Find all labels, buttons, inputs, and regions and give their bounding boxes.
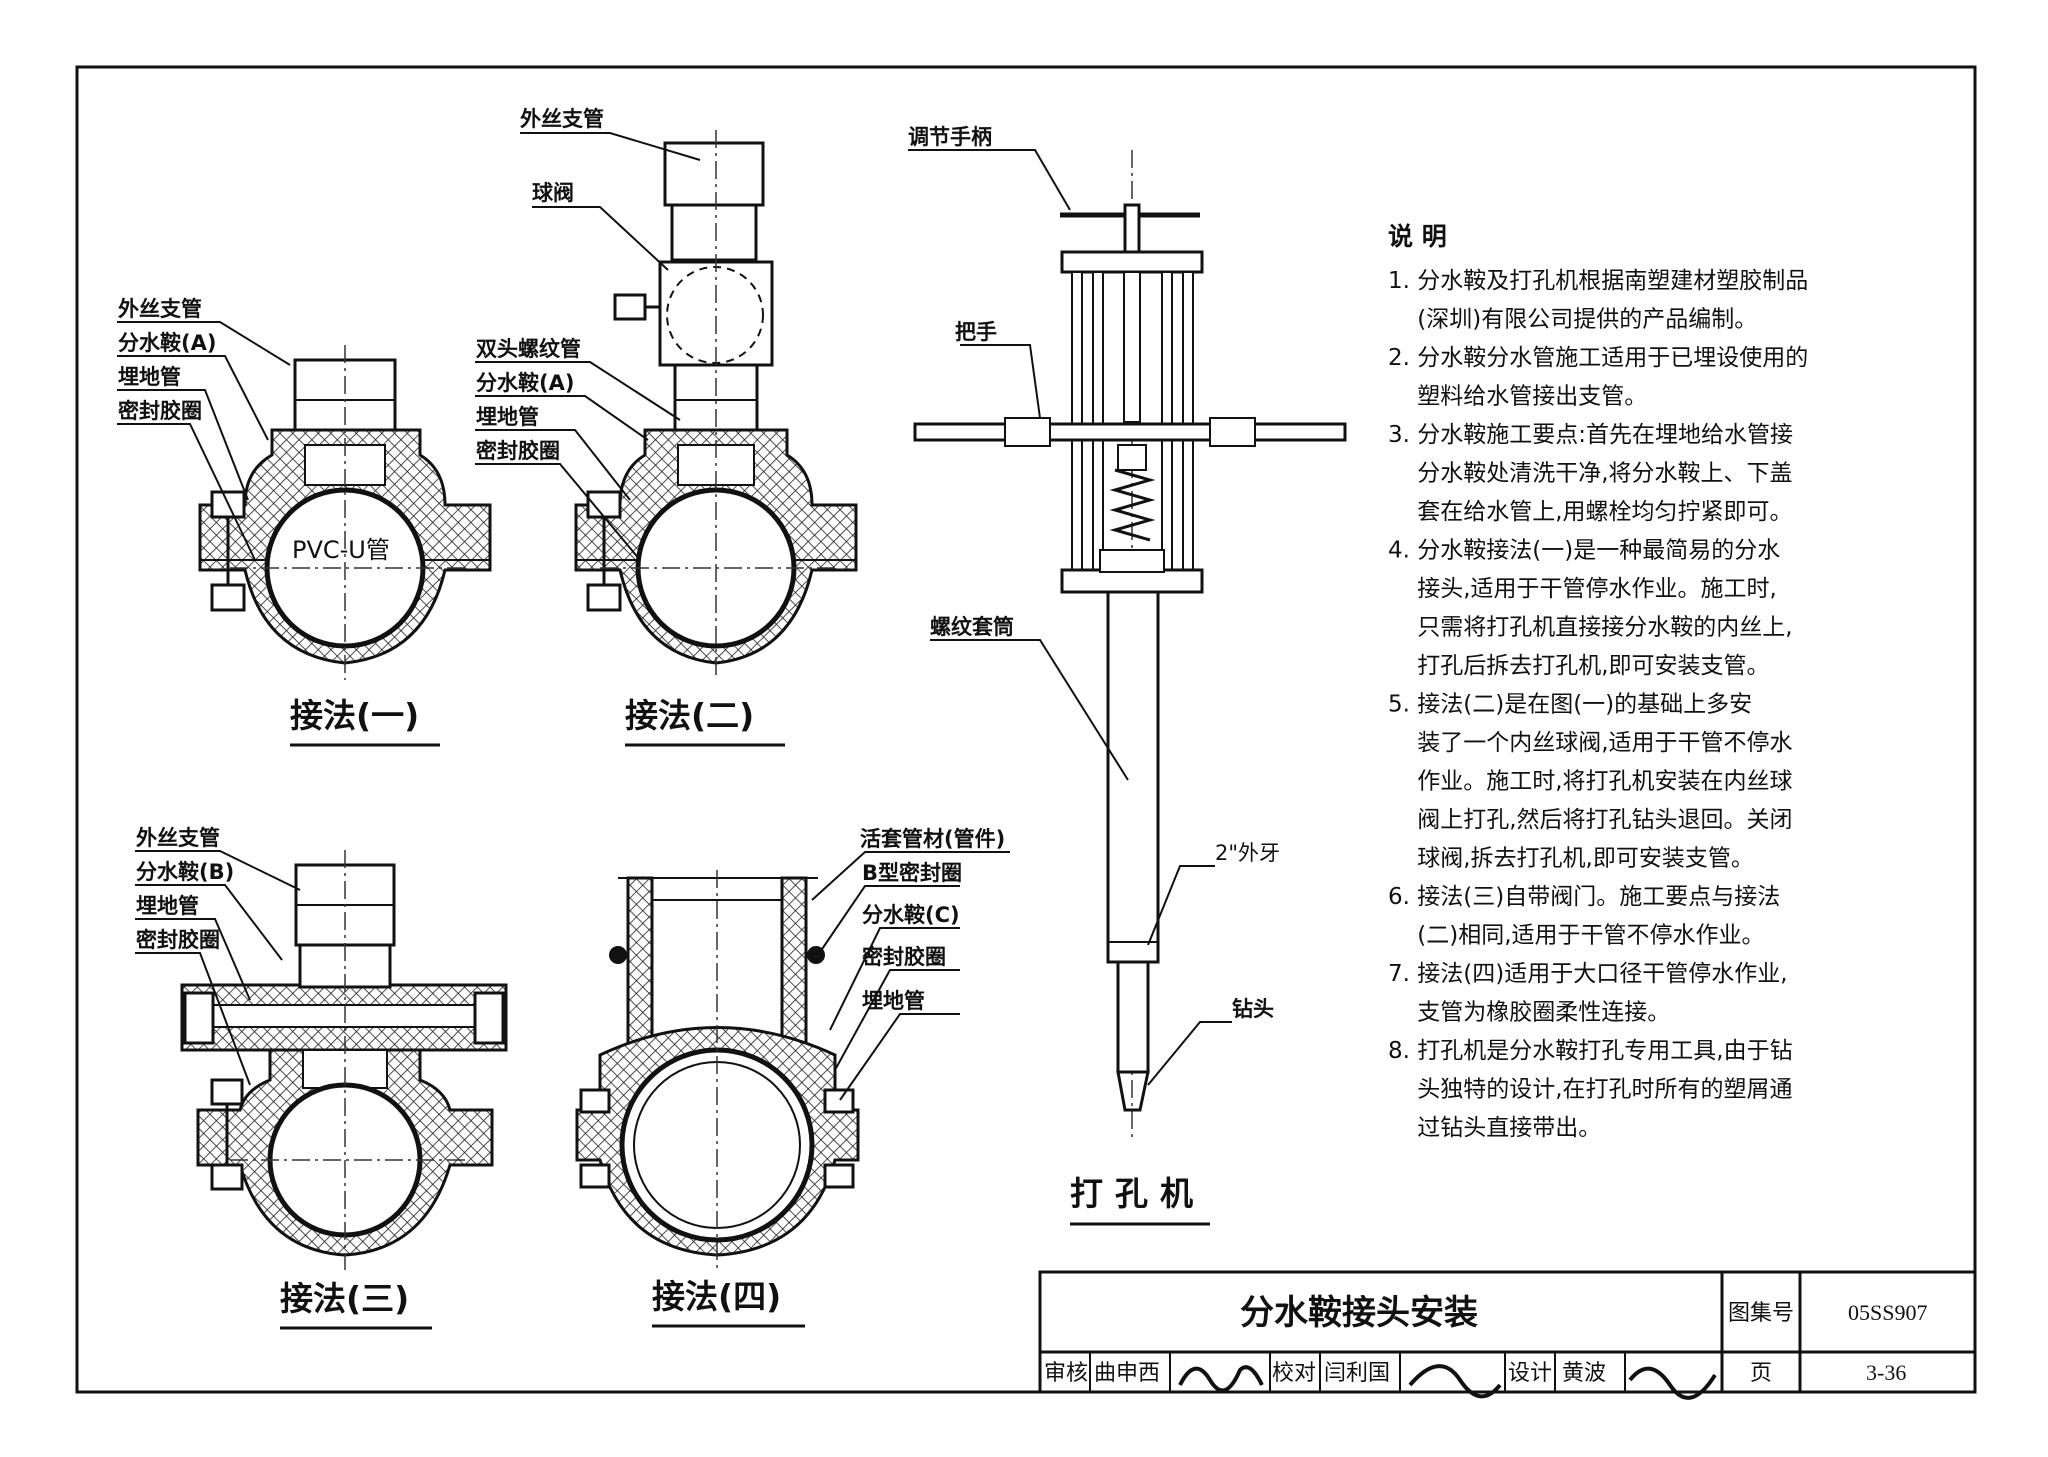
m4-label-seal: 密封胶圈 bbox=[862, 945, 946, 969]
caption-method-1: 接法(一) bbox=[290, 696, 419, 735]
note-line: 4. 分水鞍接法(一)是一种最简易的分水 bbox=[1388, 538, 1780, 564]
m3-label-saddle: 分水鞍(B) bbox=[136, 860, 234, 884]
m2-label-seal: 密封胶圈 bbox=[476, 439, 560, 463]
note-line: 只需将打孔机直接接分水鞍的内丝上, bbox=[1388, 615, 1793, 641]
design-label: 设计 bbox=[1508, 1361, 1552, 1386]
note-line: 过钻头直接带出。 bbox=[1388, 1115, 1601, 1141]
sheet-border bbox=[75, 65, 1977, 1394]
drilling-machine-drawing bbox=[913, 150, 1347, 1140]
notes-block: 说 明 1. 分水鞍及打孔机根据南塑建材塑胶制品 (深圳)有限公司提供的产品编制… bbox=[1388, 222, 1808, 1141]
note-line: 支管为橡胶圈柔性连接。 bbox=[1388, 1000, 1670, 1026]
atlas-label: 图集号 bbox=[1728, 1301, 1794, 1326]
drill-label-handle-adjust: 调节手柄 bbox=[908, 125, 992, 149]
method-4-drawing bbox=[575, 870, 860, 1270]
reviewer-name: 曲申西 bbox=[1094, 1361, 1160, 1386]
caption-method-2: 接法(二) bbox=[625, 696, 754, 735]
note-line: (二)相同,适用于干管不停水作业。 bbox=[1388, 923, 1765, 949]
note-line: (深圳)有限公司提供的产品编制。 bbox=[1388, 307, 1757, 333]
note-line: 1. 分水鞍及打孔机根据南塑建材塑胶制品 bbox=[1388, 268, 1808, 294]
page-label: 页 bbox=[1750, 1361, 1772, 1386]
m4-label-saddle: 分水鞍(C) bbox=[862, 903, 960, 927]
review-label: 审核 bbox=[1044, 1361, 1088, 1386]
note-line: 2. 分水鞍分水管施工适用于已埋设使用的 bbox=[1388, 345, 1808, 371]
caption-method-4: 接法(四) bbox=[652, 1277, 781, 1316]
checker-signature bbox=[1408, 1364, 1502, 1399]
m4-label-b-seal: B型密封圈 bbox=[862, 861, 962, 885]
note-line: 阀上打孔,然后将打孔钻头退回。关闭 bbox=[1388, 807, 1793, 833]
designer-signature bbox=[1628, 1366, 1717, 1400]
m4-label-sleeve: 活套管材(管件) bbox=[860, 827, 1005, 851]
drill-label-sleeve: 螺纹套筒 bbox=[930, 615, 1014, 639]
note-line: 套在给水管上,用螺栓均匀拧紧即可。 bbox=[1388, 499, 1793, 525]
note-line: 装了一个内丝球阀,适用于干管不停水 bbox=[1388, 730, 1793, 756]
m2-label-branch: 外丝支管 bbox=[520, 107, 604, 131]
method-1-drawing bbox=[198, 345, 492, 680]
drill-label-thread: 2"外牙 bbox=[1215, 841, 1280, 865]
caption-drill: 打孔机 bbox=[1070, 1174, 1205, 1213]
note-line: 打孔后拆去打孔机,即可安装支管。 bbox=[1388, 653, 1770, 679]
method-3-drawing bbox=[180, 850, 508, 1270]
reviewer-signature bbox=[1178, 1365, 1264, 1393]
note-line: 3. 分水鞍施工要点:首先在埋地给水管接 bbox=[1388, 422, 1793, 448]
atlas-number: 05SS907 bbox=[1848, 1300, 1927, 1325]
m1-label-branch: 外丝支管 bbox=[118, 297, 202, 321]
note-line: 6. 接法(三)自带阀门。施工要点与接法 bbox=[1388, 884, 1780, 910]
note-line: 塑料给水管接出支管。 bbox=[1388, 384, 1647, 410]
m2-label-double-thread: 双头螺纹管 bbox=[476, 337, 581, 361]
leader-lines bbox=[117, 132, 1232, 1101]
m2-label-buried: 埋地管 bbox=[476, 405, 539, 429]
m1-label-saddle: 分水鞍(A) bbox=[118, 331, 216, 355]
title-block: 分水鞍接头安装 图集号 05SS907 页 3-36 审核 曲申西 校对 闫利国… bbox=[1038, 1270, 1977, 1400]
note-line: 分水鞍处清洗干净,将分水鞍上、下盖 bbox=[1388, 461, 1793, 487]
check-label: 校对 bbox=[1272, 1361, 1316, 1386]
checker-name: 闫利国 bbox=[1324, 1361, 1390, 1386]
note-line: 作业。施工时,将打孔机安装在内丝球 bbox=[1388, 769, 1793, 795]
m1-label-buried: 埋地管 bbox=[118, 365, 181, 389]
m2-label-saddle: 分水鞍(A) bbox=[476, 371, 574, 395]
m3-label-buried: 埋地管 bbox=[136, 894, 199, 918]
note-line: 接头,适用于干管停水作业。施工时, bbox=[1388, 576, 1777, 602]
drill-label-grip: 把手 bbox=[955, 320, 997, 344]
caption-method-3: 接法(三) bbox=[280, 1279, 409, 1318]
drill-label-bit: 钻头 bbox=[1232, 997, 1274, 1021]
note-line: 球阀,拆去打孔机,即可安装支管。 bbox=[1388, 846, 1754, 872]
note-line: 7. 接法(四)适用于大口径干管停水作业, bbox=[1388, 961, 1788, 987]
notes-title: 说 明 bbox=[1388, 222, 1447, 251]
m3-label-branch: 外丝支管 bbox=[136, 826, 220, 850]
note-line: 5. 接法(二)是在图(一)的基础上多安 bbox=[1388, 692, 1752, 718]
drawing-title: 分水鞍接头安装 bbox=[1240, 1293, 1478, 1333]
note-line: 8. 打孔机是分水鞍打孔专用工具,由于钻 bbox=[1388, 1038, 1793, 1064]
m2-label-valve: 球阀 bbox=[532, 181, 574, 205]
m3-label-seal: 密封胶圈 bbox=[136, 928, 220, 952]
page-number: 3-36 bbox=[1866, 1360, 1906, 1385]
m4-label-buried: 埋地管 bbox=[862, 989, 925, 1013]
m1-label-seal: 密封胶圈 bbox=[118, 399, 202, 423]
component-labels: 外丝支管 分水鞍(A) 埋地管 密封胶圈 PVC-U管 外丝支管 球阀 双头螺纹… bbox=[118, 107, 1280, 1021]
captions: 接法(一) 接法(二) 接法(三) 接法(四) 打孔机 bbox=[280, 696, 1210, 1330]
note-line: 头独特的设计,在打孔时所有的塑屑通 bbox=[1388, 1077, 1793, 1103]
designer-name: 黄波 bbox=[1562, 1361, 1606, 1386]
method-2-drawing bbox=[574, 130, 858, 680]
m1-pipe-label: PVC-U管 bbox=[292, 536, 390, 564]
